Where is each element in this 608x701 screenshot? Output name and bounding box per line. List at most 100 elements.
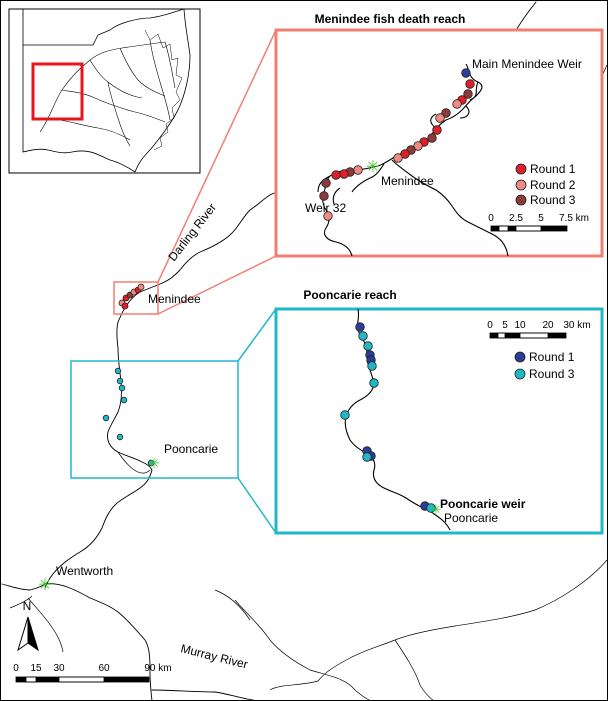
sample-point: [355, 322, 365, 332]
menindee-legend: Round 1 Round 2 Round 3: [515, 162, 576, 207]
locator-extent-box: [31, 62, 84, 121]
scale-outline: [490, 225, 568, 232]
scale-segment: [515, 225, 542, 232]
scale-tick-label: 15: [30, 663, 42, 674]
north-label: N: [23, 599, 32, 613]
main-point: [116, 377, 124, 385]
sample-point: [463, 89, 473, 99]
scale-tick-label: 90 km: [144, 663, 171, 674]
pooncarie-inset-title: Pooncarie reach: [303, 288, 396, 302]
sample-point: [369, 378, 379, 388]
pooncarie-connector-top: [237, 308, 277, 362]
sample-point: [426, 503, 436, 513]
menindee-inset-river: [317, 63, 509, 257]
scale-segment: [104, 677, 149, 682]
scale-segment: [491, 226, 499, 231]
main-point: [118, 384, 126, 392]
pooncarie-inset-river: [344, 308, 451, 531]
legend-label-round2: Round 2: [530, 178, 576, 192]
legend-swatch-round3: [514, 368, 526, 380]
scale-tick-label: 30: [53, 663, 65, 674]
sample-point: [441, 108, 451, 118]
legend-label-round1: Round 1: [530, 162, 576, 176]
menindee-inset-title: Menindee fish death reach: [315, 12, 466, 26]
sample-point: [353, 165, 363, 175]
menindee-sample-points: [319, 68, 475, 221]
main-point: [116, 433, 124, 441]
menindee-label: Menindee: [148, 292, 201, 306]
north-arrow-right: [27, 616, 39, 652]
green-star-icon: ✳: [38, 577, 51, 594]
legend-swatch-round1: [515, 163, 527, 175]
scale-segment: [16, 677, 26, 682]
sample-point: [362, 452, 372, 462]
sample-point: [358, 331, 368, 341]
nsw-outline: [22, 8, 191, 173]
main-point: [120, 396, 128, 404]
nsw-internal-rivers: [39, 39, 176, 147]
scale-segment: [497, 332, 506, 339]
scale-segment: [519, 332, 549, 339]
scale-tick-label: 2.5: [509, 213, 523, 224]
scale-segment: [36, 677, 59, 682]
pooncarie-connector-bottom: [237, 477, 277, 534]
scale-segment: [505, 333, 520, 338]
scale-tick-label: 20: [542, 320, 554, 331]
sample-point: [331, 170, 341, 180]
scale-outline: [489, 332, 567, 339]
legend-swatch-round2: [515, 179, 527, 191]
pooncarie-sample-points: [340, 322, 436, 513]
locator-frame: [8, 8, 201, 174]
scale-tick-label: 10: [514, 320, 526, 331]
sample-point: [363, 341, 373, 351]
legend-label-round3: Round 3: [529, 367, 575, 381]
menindee-connector-bottom: [157, 255, 277, 315]
edward-river: [269, 559, 608, 691]
creek-south: [214, 589, 251, 621]
main-map-menindee-points: [118, 283, 145, 310]
pooncarie-weir-label: Pooncarie weir: [440, 497, 526, 511]
pooncarie-inset: ✳ Pooncarie weir Pooncarie 0 5 10 20 30 …: [274, 307, 604, 535]
lachlan-river: [234, 599, 373, 701]
sample-point: [339, 169, 349, 179]
sample-point: [452, 99, 462, 109]
sample-point: [323, 211, 333, 221]
sample-point: [393, 153, 403, 163]
scale-tick-label: 5: [538, 213, 544, 224]
scale-segment: [548, 333, 566, 338]
scale-segment: [58, 676, 105, 683]
pooncarie-legend: Round 1 Round 3: [514, 350, 575, 381]
main-point: [147, 459, 155, 467]
menindee-connector-top: [157, 29, 277, 283]
scale-segment: [541, 226, 567, 231]
main-point: [137, 283, 145, 291]
green-star-icon: ✳: [366, 159, 379, 176]
scale-tick-label: 0: [13, 663, 19, 674]
scale-segment: [490, 333, 498, 338]
scale-segment: [498, 225, 509, 232]
sample-point: [321, 178, 331, 188]
sample-point: [413, 141, 423, 151]
pooncarie-scale-bar: 0 5 10 20 30 km: [487, 320, 591, 339]
legend-swatch-round3: [515, 194, 527, 206]
sample-point: [432, 125, 442, 135]
pooncarie-label: Pooncarie: [164, 442, 218, 456]
sample-point: [461, 68, 471, 78]
sample-point: [427, 133, 437, 143]
green-star-icon: ✳: [148, 455, 160, 471]
main-map-pooncarie-points: [102, 367, 155, 467]
weir32-label: Weir 32: [305, 201, 346, 215]
scale-tick-label: 60: [98, 663, 110, 674]
menindee-scale-bar: 0 2.5 5 7.5 km: [488, 213, 589, 232]
sample-point: [465, 79, 475, 89]
murray-river: [1, 583, 153, 701]
sample-point: [435, 113, 445, 123]
pooncarie-extent-box: [70, 360, 239, 479]
darling-anabranch: [117, 451, 151, 474]
scale-tick-label: 0: [488, 213, 494, 224]
main-point: [121, 302, 129, 310]
scale-tick-label: 0: [487, 320, 493, 331]
legend-label-round1: Round 1: [529, 350, 575, 364]
main-point: [114, 367, 122, 375]
